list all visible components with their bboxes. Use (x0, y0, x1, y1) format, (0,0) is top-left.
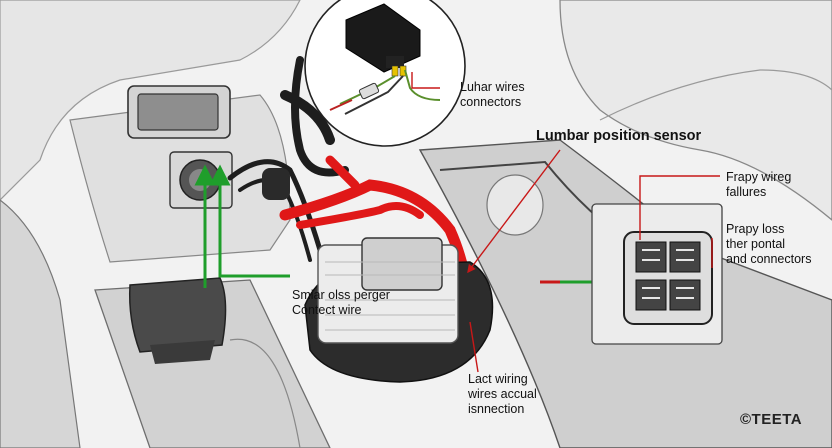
dash-display-screen (128, 86, 230, 138)
label-loose-wiring-connection: Lact wiring wires accual isnnection (468, 372, 537, 417)
label-smart-glass-connector: Smiar olss perger Contect wire (292, 288, 390, 318)
label-frayed-wiring-failures: Frapy wireg fallures (726, 170, 791, 200)
storage-pocket (130, 278, 226, 364)
label-lumbar-position-sensor: Lumbar position sensor (536, 128, 701, 145)
connector-zoom-inset (305, 0, 465, 146)
power-socket (170, 152, 232, 208)
label-frayed-loss-connectors: Prapy loss ther pontal and connectors (726, 222, 811, 267)
label-lumbar-wires-connectors: Luhar wires connectors (460, 80, 525, 110)
connector-detail-box (592, 204, 722, 344)
watermark: ©TEETA (740, 412, 802, 427)
